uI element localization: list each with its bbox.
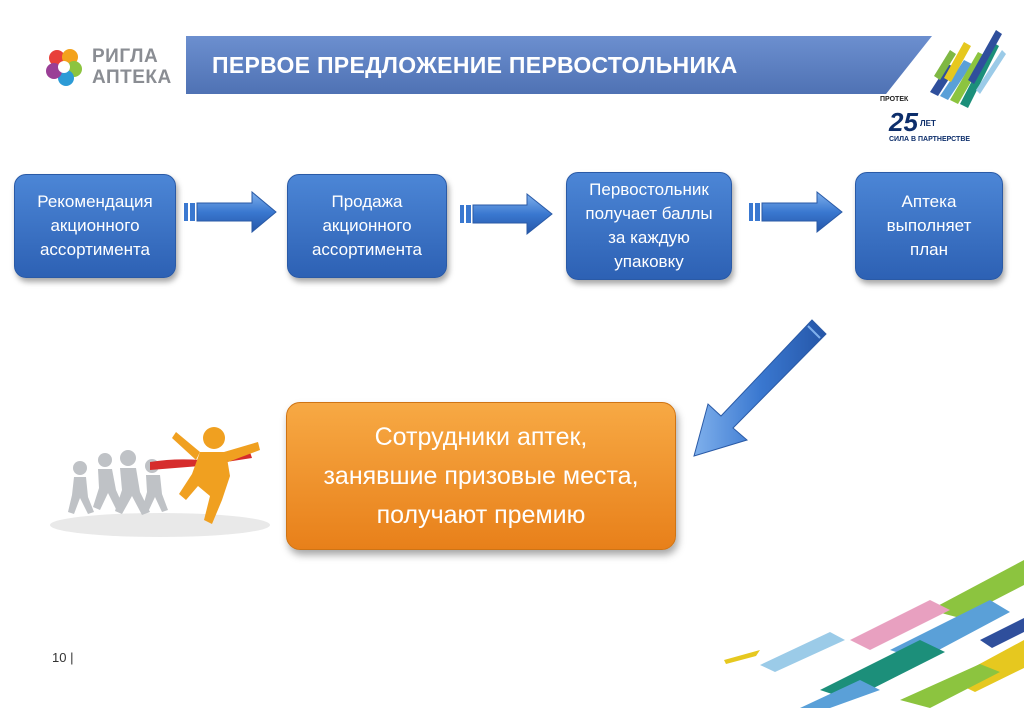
protek-slogan: СИЛА В ПАРТНЕРСТВЕ xyxy=(889,136,971,143)
flow-step-points: Первостольник получает баллы за каждую у… xyxy=(566,172,732,280)
runners-finish-icon xyxy=(50,427,270,537)
flow-step-sale: Продажа акционного ассортимента xyxy=(287,174,447,278)
flow-step-recommendation: Рекомендация акционного ассортимента xyxy=(14,174,176,278)
result-box: Сотрудники аптек, занявшие призовые мест… xyxy=(286,402,676,550)
protek-anniversary: 25 xyxy=(889,107,918,137)
arrow-right-icon xyxy=(184,190,277,234)
protek-years-suffix: ЛЕТ xyxy=(920,119,936,128)
arrow-down-left-icon xyxy=(693,319,827,457)
arrow-right-icon xyxy=(749,190,843,234)
rigla-logo-icon xyxy=(46,49,82,86)
rigla-logo-text: РИГЛА АПТЕКА xyxy=(92,46,172,88)
decorative-stripes-icon xyxy=(724,560,1024,708)
arrow-right-icon xyxy=(460,192,553,236)
flow-step-plan: Аптека выполняет план xyxy=(855,172,1003,280)
page-number: 10 | xyxy=(52,650,74,665)
title-bar xyxy=(186,36,932,94)
page-title: ПЕРВОЕ ПРЕДЛОЖЕНИЕ ПЕРВОСТОЛЬНИКА xyxy=(212,52,738,78)
protek-25-years-logo-icon xyxy=(930,30,1006,108)
protek-name: ПРОТЕК xyxy=(880,96,909,103)
